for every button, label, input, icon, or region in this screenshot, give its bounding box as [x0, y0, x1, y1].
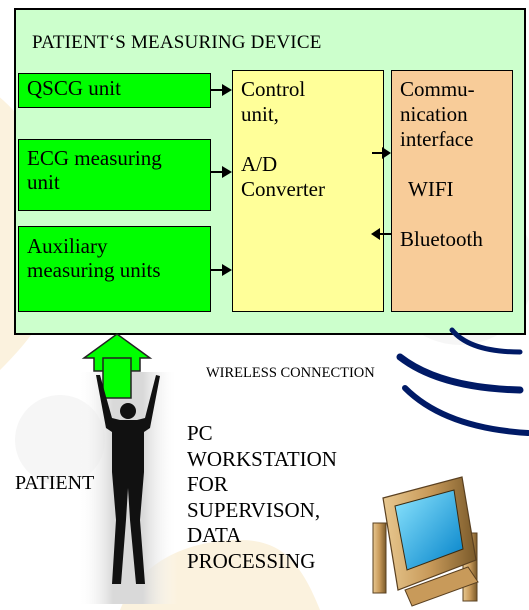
comm-line-1: Commu- [400, 77, 475, 101]
arrow-control-to-comm [372, 147, 391, 159]
ecg-unit-label-line2: unit [27, 170, 60, 194]
arrow-ecg-to-control [211, 166, 232, 178]
control-line-2: unit, [241, 102, 279, 126]
auxiliary-unit-box: Auxiliary measuring units [18, 226, 211, 312]
qscg-unit-label: QSCG unit [27, 76, 121, 100]
pc-workstation-icon [372, 476, 479, 607]
auxiliary-unit-label-line1: Auxiliary [27, 234, 108, 258]
comm-line-2: nication [400, 102, 468, 126]
device-title: PATIENT‘S MEASURING DEVICE [32, 32, 322, 53]
pc-label-line-3: FOR [187, 472, 228, 496]
comm-line-5: WIFI [408, 177, 454, 201]
pc-label-line-4: SUPERVISON, [187, 497, 321, 522]
communication-interface-box: Commu- nication interface WIFI Bluetooth [391, 70, 513, 312]
ecg-unit-label-line1: ECG measuring [27, 146, 162, 170]
pc-label-line-5: DATA [187, 523, 242, 547]
patient-to-device-arrow [81, 333, 153, 372]
ecg-unit-box: ECG measuring unit [18, 139, 211, 211]
comm-line-3: interface [400, 127, 474, 151]
wireless-waves [396, 327, 529, 436]
arrow-comm-to-control [371, 228, 391, 240]
control-line-5: Converter [241, 177, 325, 201]
pc-label-line-2: WORKSTATION [187, 446, 337, 471]
control-unit-box: Control unit, A/D Converter [232, 70, 384, 312]
pc-label-line-6: PROCESSING [187, 548, 316, 573]
control-line-4: A/D [241, 152, 278, 176]
pc-workstation-label: PC WORKSTATION FOR SUPERVISON, DATA PROC… [187, 421, 337, 574]
wireless-connection-label: WIRELESS CONNECTION [206, 365, 375, 381]
patient-silhouette [96, 375, 160, 584]
arrow-aux-to-control [211, 264, 232, 276]
qscg-unit-box: QSCG unit [18, 73, 211, 108]
patient-arrow-shaft [102, 357, 132, 399]
control-line-1: Control [241, 77, 306, 101]
patient-label: PATIENT [15, 472, 95, 494]
auxiliary-unit-label-line2: measuring units [27, 258, 161, 282]
comm-line-7: Bluetooth [400, 227, 483, 251]
pc-label-line-1: PC [187, 421, 213, 445]
arrow-qscg-to-control [211, 84, 232, 96]
